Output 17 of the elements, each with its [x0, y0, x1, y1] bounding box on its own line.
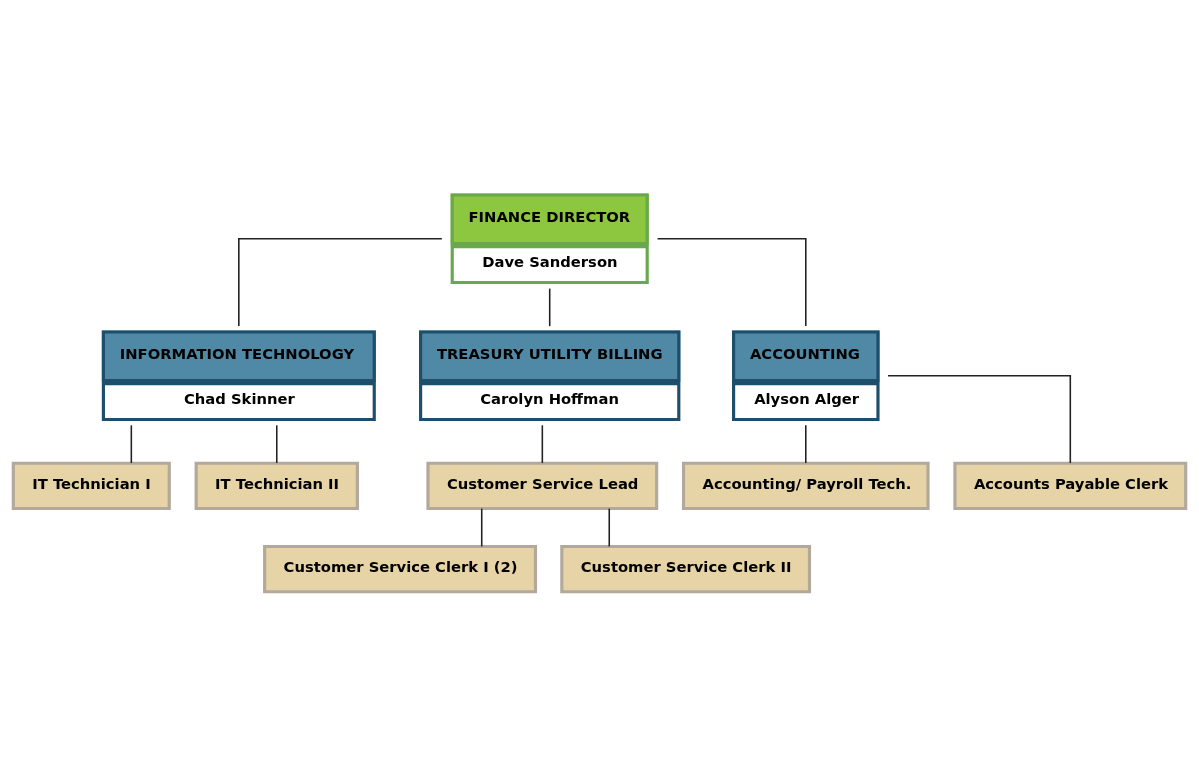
connector — [541, 424, 544, 464]
connector — [805, 424, 807, 464]
connector — [480, 507, 483, 547]
node-box: Customer Service Lead — [426, 461, 659, 510]
connector — [275, 424, 278, 464]
node-box: Customer Service Clerk II — [560, 544, 812, 593]
connector — [238, 237, 443, 327]
connector — [130, 424, 133, 464]
node-box: IT Technician II — [194, 461, 359, 510]
node-box: Customer Service Clerk I (2) — [263, 544, 538, 593]
node-box: Accounting/ Payroll Tech. — [681, 461, 930, 510]
connector — [608, 507, 611, 547]
connector — [656, 237, 807, 327]
node-box: IT Technician I — [11, 461, 171, 510]
node-box: Accounts Payable Clerk — [953, 461, 1188, 510]
connector — [548, 287, 551, 327]
connector — [887, 374, 1072, 464]
